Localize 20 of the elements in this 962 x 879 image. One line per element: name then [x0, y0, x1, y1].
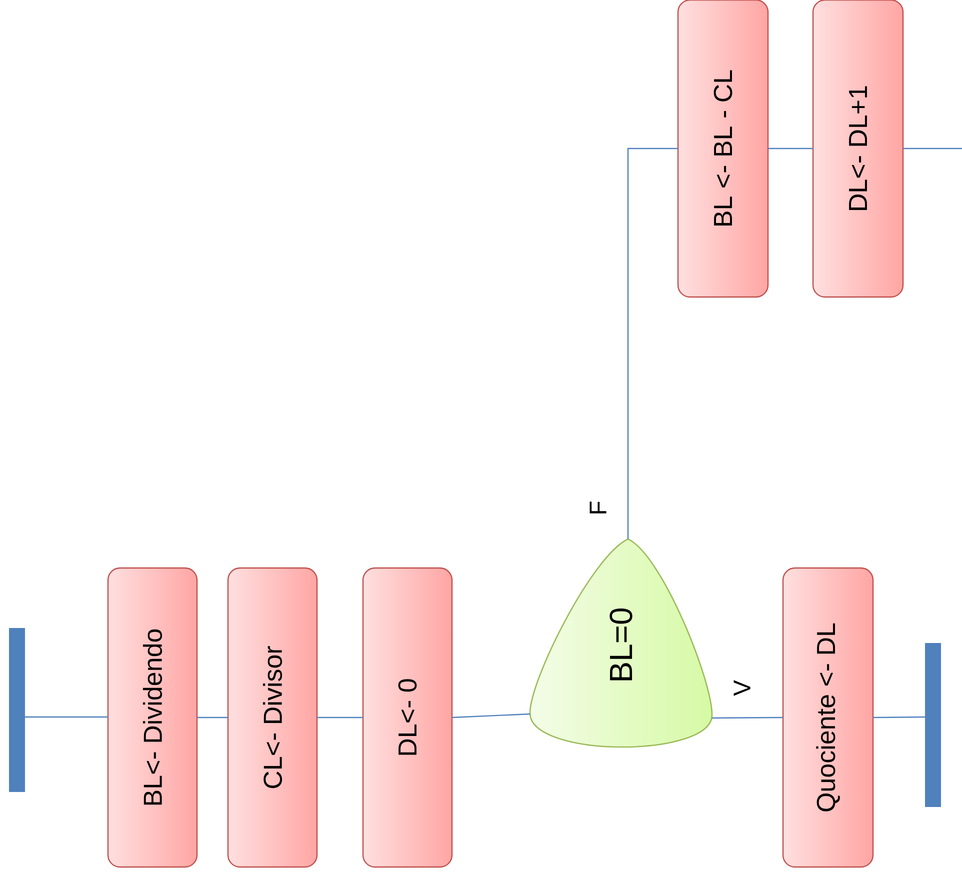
process-box: BL<- Dividendo: [107, 567, 198, 868]
connector-line: [317, 716, 363, 718]
decision-triangle: BL=0: [529, 538, 713, 748]
edge-label: F: [588, 500, 608, 516]
process-box: CL<- Divisor: [227, 567, 318, 868]
connector-line: [903, 148, 962, 150]
connector-line: [197, 716, 228, 718]
process-box: DL<- 0: [362, 567, 453, 868]
connector-line: [712, 716, 784, 719]
terminal-bar: [9, 628, 25, 792]
connector-line: [25, 716, 108, 718]
edge-label: V: [732, 679, 752, 698]
terminal-bar: [925, 643, 941, 807]
process-box: BL <- BL - CL: [677, 0, 769, 298]
process-box: Quociente <- DL: [782, 567, 874, 868]
connector-line: [768, 148, 813, 150]
process-box: DL<- DL+1: [812, 0, 904, 298]
connector-line: [873, 716, 926, 718]
connector-line: [452, 713, 530, 718]
connector-line: [627, 148, 678, 539]
